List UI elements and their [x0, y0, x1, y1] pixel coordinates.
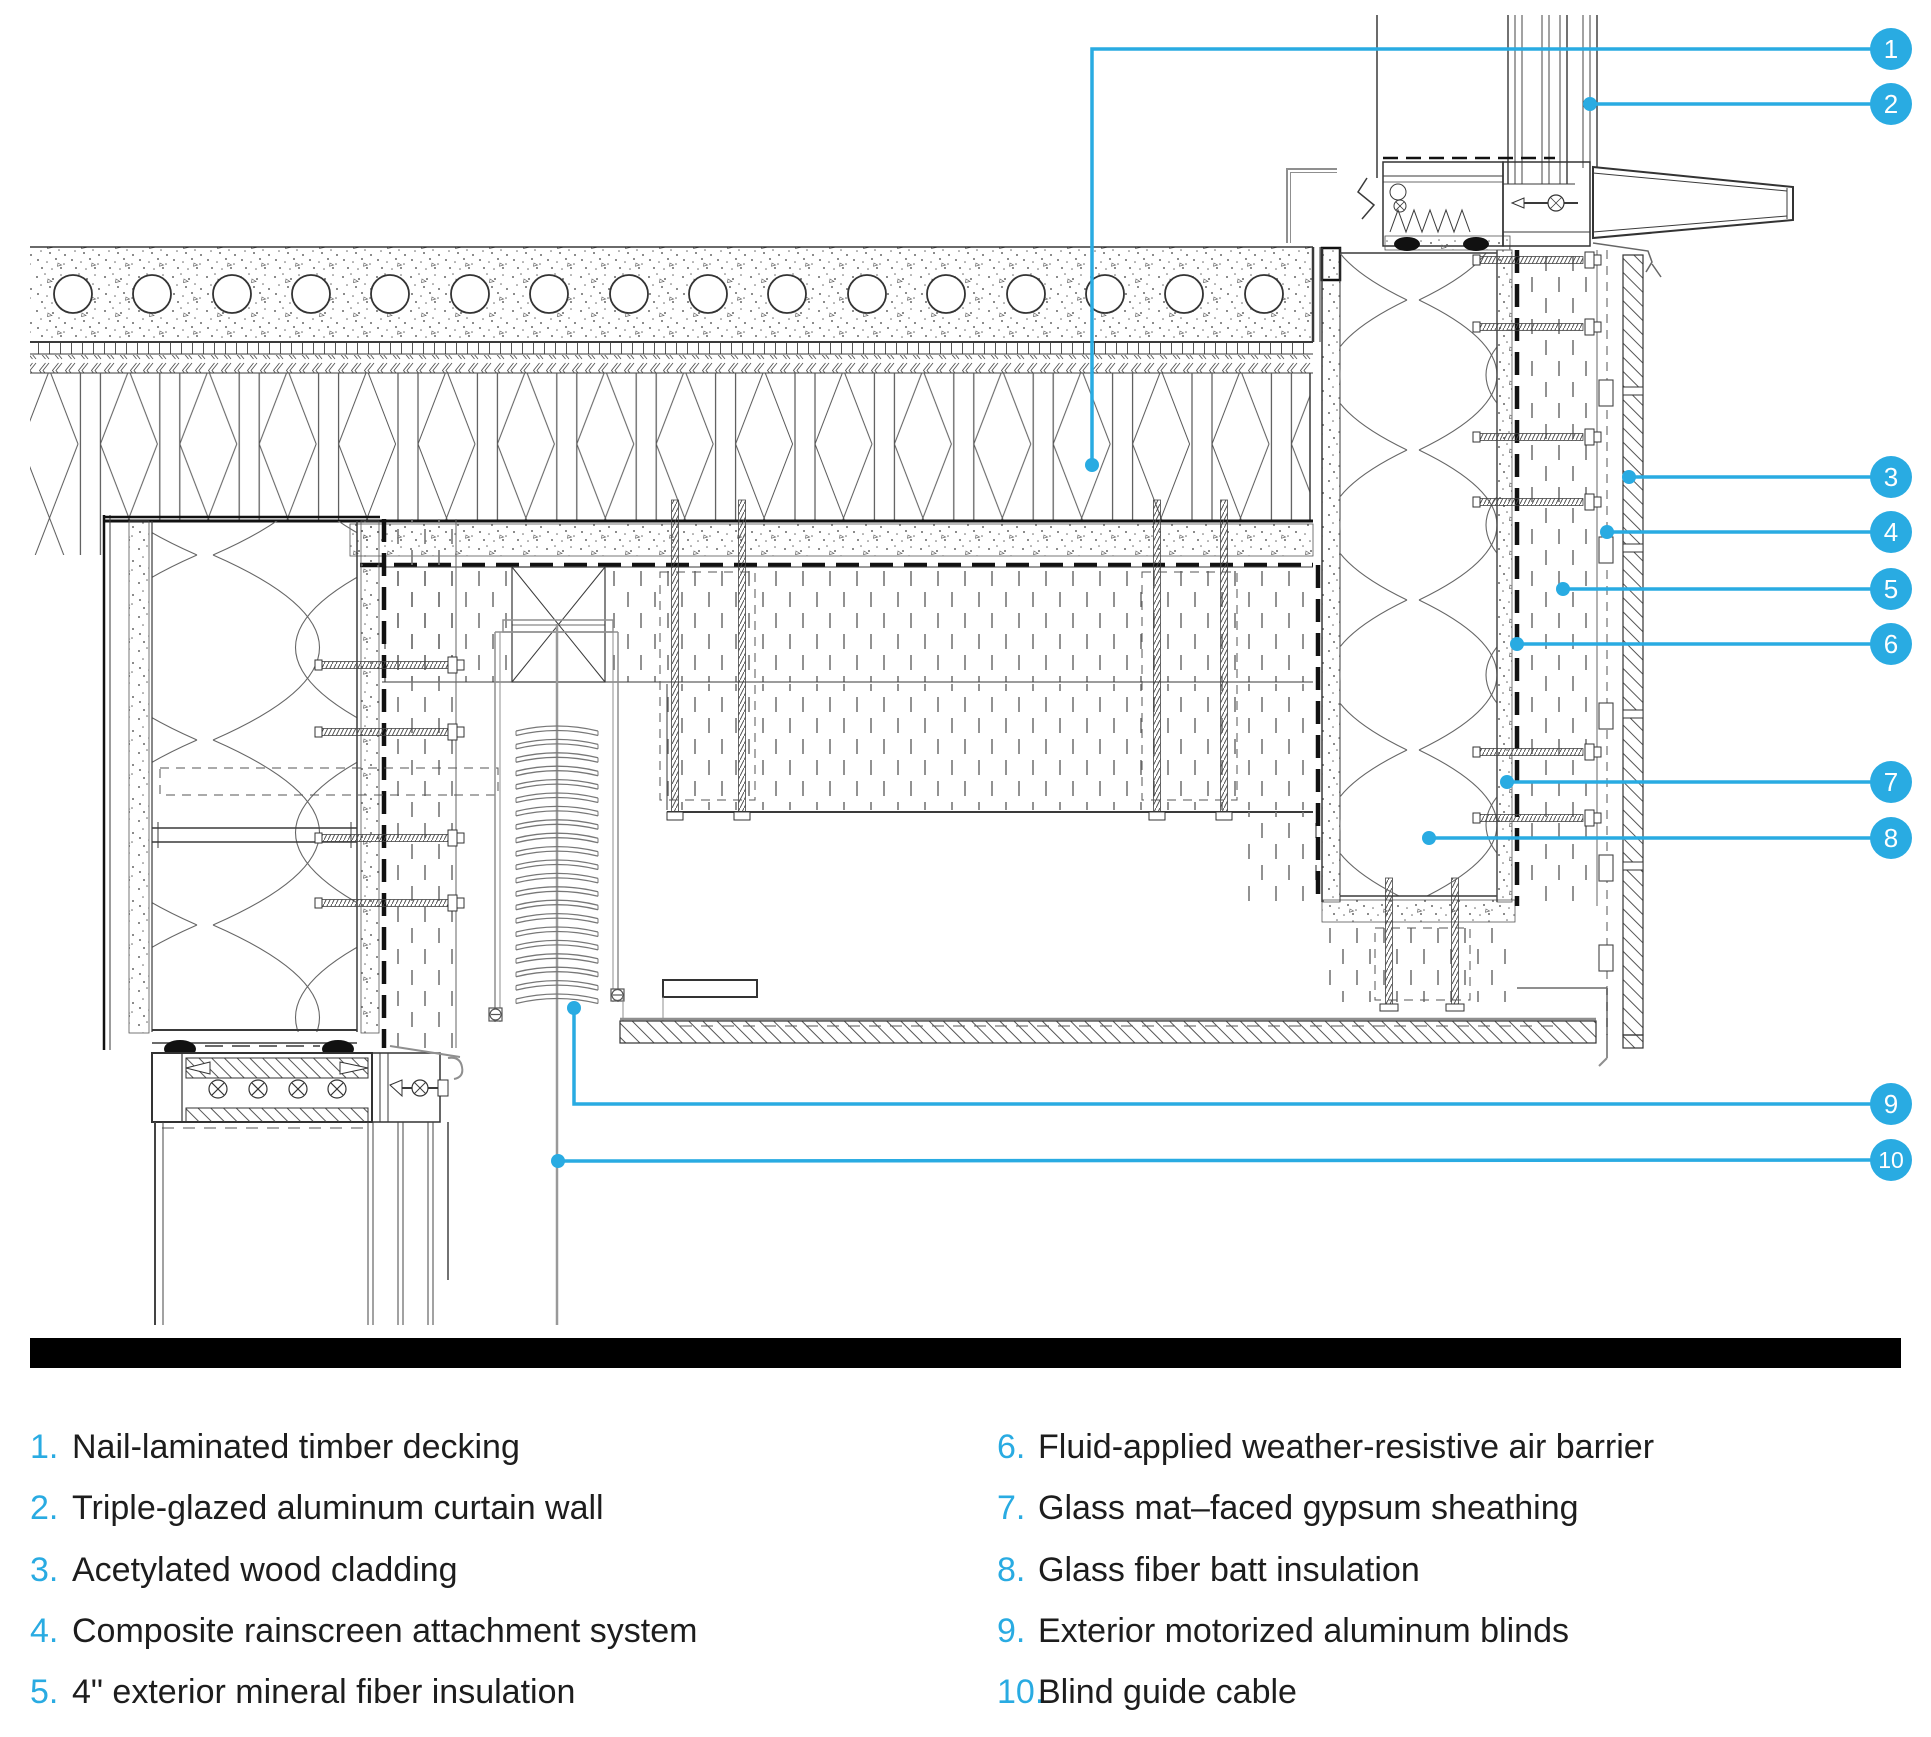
callout-circle-8	[1870, 817, 1912, 859]
head-screws	[208, 1079, 347, 1099]
callout-number-10: 10	[1878, 1147, 1904, 1173]
callout-leaders	[551, 47, 1872, 1168]
left-wall-assembly	[102, 515, 499, 1058]
legend-number: 9.	[997, 1611, 1026, 1650]
callout-circle-1	[1870, 28, 1912, 70]
legend-column-left: 1. Nail-laminated timber decking 2. Trip…	[30, 1427, 697, 1733]
shade-fin	[1592, 165, 1794, 240]
legend-number: 6.	[997, 1428, 1026, 1466]
window-head-frame	[151, 1045, 464, 1325]
blocking	[511, 566, 606, 683]
legend-number: 8.	[997, 1550, 1026, 1589]
callout-number-5: 5	[1884, 574, 1898, 604]
callout-circle-7	[1870, 761, 1912, 803]
break-line	[1357, 177, 1376, 220]
callout-circle-9	[1870, 1083, 1912, 1125]
legend-item-2: 2. Triple-glazed aluminum curtain wall	[30, 1488, 697, 1549]
legend-item-1: 1. Nail-laminated timber decking	[30, 1427, 697, 1488]
acoustic-underlay	[30, 343, 1313, 374]
batt-insulation-fill	[1340, 253, 1497, 896]
callout-number-3: 3	[1884, 462, 1898, 492]
radiant-tubes	[53, 274, 1284, 314]
legend-number: 1.	[30, 1428, 59, 1466]
legend-item-9: 9. Exterior motorized aluminum blinds	[997, 1611, 1654, 1672]
callout-circle-5	[1870, 568, 1912, 610]
callout-markers: 1 2 3 4 5 6 7 8 9 10	[1870, 28, 1912, 1181]
curtain-wall-head	[1286, 15, 1794, 251]
triple-glazing-lines	[1507, 15, 1598, 184]
callout-number-8: 8	[1884, 823, 1898, 853]
blind-motor-bracket	[662, 979, 758, 998]
blind-assembly	[488, 619, 758, 1325]
legend-item-4: 4. Composite rainscreen attachment syste…	[30, 1611, 697, 1672]
callout-circle-6	[1870, 623, 1912, 665]
interior-flashing	[1286, 168, 1337, 243]
right-wall-assembly	[1320, 242, 1662, 1049]
legend-number: 2.	[30, 1489, 59, 1528]
legend-label: Blind guide cable	[1038, 1673, 1297, 1711]
legend-number: 5.	[30, 1673, 59, 1711]
legend-item-7: 7. Glass mat–faced gypsum sheathing	[997, 1488, 1654, 1549]
legend-item-10: 10. Blind guide cable	[997, 1672, 1654, 1733]
legend-label: Glass mat–faced gypsum sheathing	[1038, 1489, 1579, 1528]
callout-circle-2	[1870, 83, 1912, 125]
callout-number-7: 7	[1884, 767, 1898, 797]
callout-number-2: 2	[1884, 89, 1898, 119]
soffit-board	[619, 877, 1608, 1067]
anchor-rods	[659, 499, 1238, 821]
soffit-right-vertical	[1321, 877, 1516, 1012]
legend-label: Composite rainscreen attachment system	[72, 1611, 698, 1650]
legend-number: 10.	[997, 1673, 1045, 1711]
section-divider-bar	[30, 1338, 1901, 1368]
legend-label: Exterior motorized aluminum blinds	[1038, 1611, 1569, 1650]
gypsum-sheathing	[1496, 249, 1513, 903]
left-wall-screws	[314, 656, 465, 912]
soffit-wall-assembly	[349, 499, 1322, 905]
legend-column-right: 6. Fluid-applied weather-resistive air b…	[997, 1427, 1654, 1733]
cladding-top-flashing	[1592, 242, 1662, 278]
callout-number-6: 6	[1884, 629, 1898, 659]
right-wall-screws	[1472, 251, 1602, 827]
mineral-fiber-insulation	[1520, 250, 1597, 906]
legend-label: Nail-laminated timber decking	[72, 1428, 520, 1466]
head-insulation-zigzag	[1389, 208, 1471, 234]
callout-circle-3	[1870, 456, 1912, 498]
timber-decking	[30, 373, 1313, 555]
rainscreen-clips	[1598, 379, 1614, 972]
legend-label: Triple-glazed aluminum curtain wall	[72, 1489, 604, 1528]
window-glazing-lines	[154, 1122, 449, 1325]
legend-item-6: 6. Fluid-applied weather-resistive air b…	[997, 1427, 1654, 1488]
callout-circle-10	[1870, 1139, 1912, 1181]
legend-label: Fluid-applied weather-resistive air barr…	[1038, 1428, 1655, 1466]
concrete-topping-slab	[30, 246, 1321, 343]
legend-label: Acetylated wood cladding	[72, 1550, 458, 1589]
callout-number-4: 4	[1884, 517, 1898, 547]
legend-number: 7.	[997, 1489, 1026, 1528]
legend-number: 4.	[30, 1611, 59, 1650]
wood-cladding	[1622, 254, 1644, 1049]
blind-channel-feet	[488, 988, 625, 1022]
legend-number: 3.	[30, 1550, 59, 1589]
callout-number-1: 1	[1884, 34, 1898, 64]
legend-item-8: 8. Glass fiber batt insulation	[997, 1550, 1654, 1611]
legend-label: Glass fiber batt insulation	[1038, 1550, 1420, 1589]
legend-item-5: 5. 4" exterior mineral fiber insulation	[30, 1672, 697, 1733]
callout-circle-4	[1870, 511, 1912, 553]
legend-item-3: 3. Acetylated wood cladding	[30, 1550, 697, 1611]
callout-number-9: 9	[1884, 1089, 1898, 1119]
legend-label: 4" exterior mineral fiber insulation	[72, 1673, 576, 1711]
